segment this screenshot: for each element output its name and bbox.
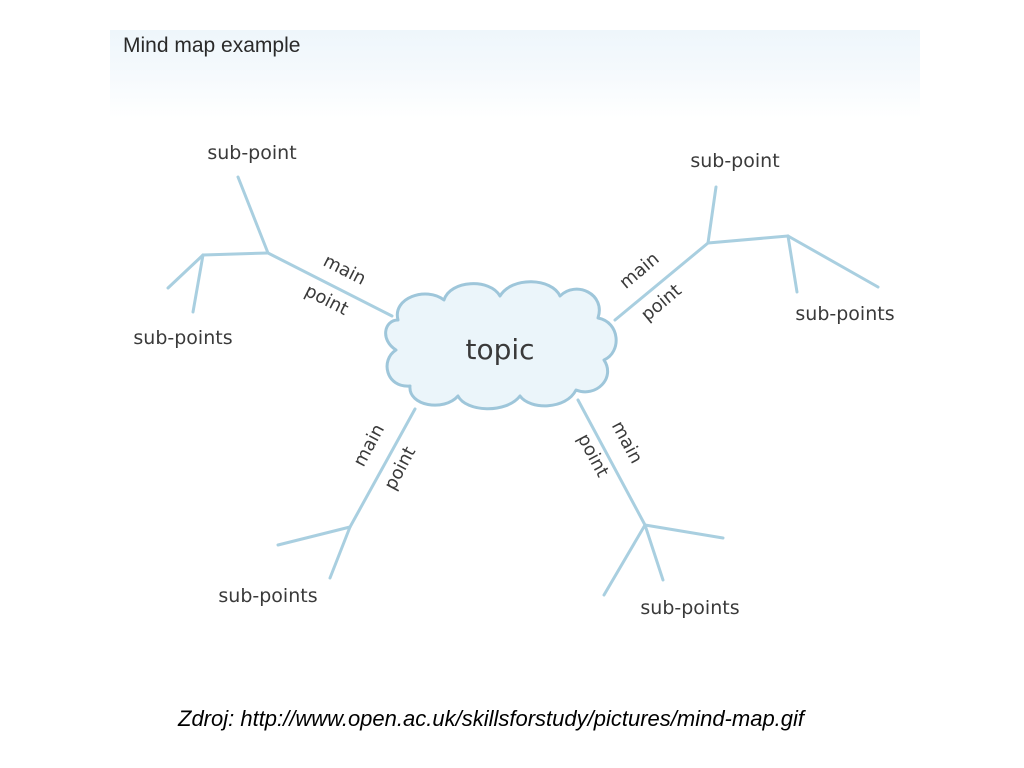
main-line-lower-right xyxy=(576,398,647,527)
source-caption: Zdroj: http://www.open.ac.uk/skillsforst… xyxy=(178,706,805,731)
sub-line-upper-right-d xyxy=(786,234,799,294)
sub-point-label-upper-left: sub-point xyxy=(207,142,296,164)
sub-line-upper-left-b xyxy=(201,251,270,257)
branch-lines xyxy=(166,175,880,597)
sub-points-label-upper-left: sub-points xyxy=(133,327,232,349)
main-point-label-upper-right-2: point xyxy=(637,280,686,326)
sub-points-label-lower-left: sub-points xyxy=(218,585,317,607)
sub-line-upper-left-c xyxy=(166,253,205,290)
header-band xyxy=(110,30,920,118)
topic-label: topic xyxy=(465,333,534,366)
sub-point-label-upper-right: sub-point xyxy=(690,150,779,172)
sub-line-upper-left-d xyxy=(191,253,205,314)
main-point-label-lower-right-1: main xyxy=(607,418,647,468)
sub-points-label-lower-right: sub-points xyxy=(640,597,739,619)
sub-line-lower-left-a xyxy=(276,525,352,547)
sub-line-upper-left-a xyxy=(236,175,270,255)
main-line-upper-right xyxy=(613,241,710,322)
sub-line-lower-left-b xyxy=(328,525,352,580)
main-point-label-lower-left-1: main xyxy=(349,421,389,471)
topic-cloud xyxy=(384,280,618,411)
diagram-title: Mind map example xyxy=(123,34,301,57)
sub-line-upper-right-c xyxy=(786,234,880,289)
main-point-label-upper-left-2: point xyxy=(301,280,351,320)
sub-line-lower-right-c xyxy=(602,523,647,597)
sub-points-label-upper-right: sub-points xyxy=(795,303,894,325)
sub-line-lower-right-a xyxy=(643,523,725,540)
main-line-lower-left xyxy=(348,407,417,529)
main-line-upper-left xyxy=(266,251,394,318)
sub-line-upper-right-b xyxy=(706,234,790,245)
sub-line-upper-right-a xyxy=(706,185,718,245)
sub-line-lower-right-b xyxy=(643,523,665,582)
main-point-label-lower-left-2: point xyxy=(380,443,420,493)
